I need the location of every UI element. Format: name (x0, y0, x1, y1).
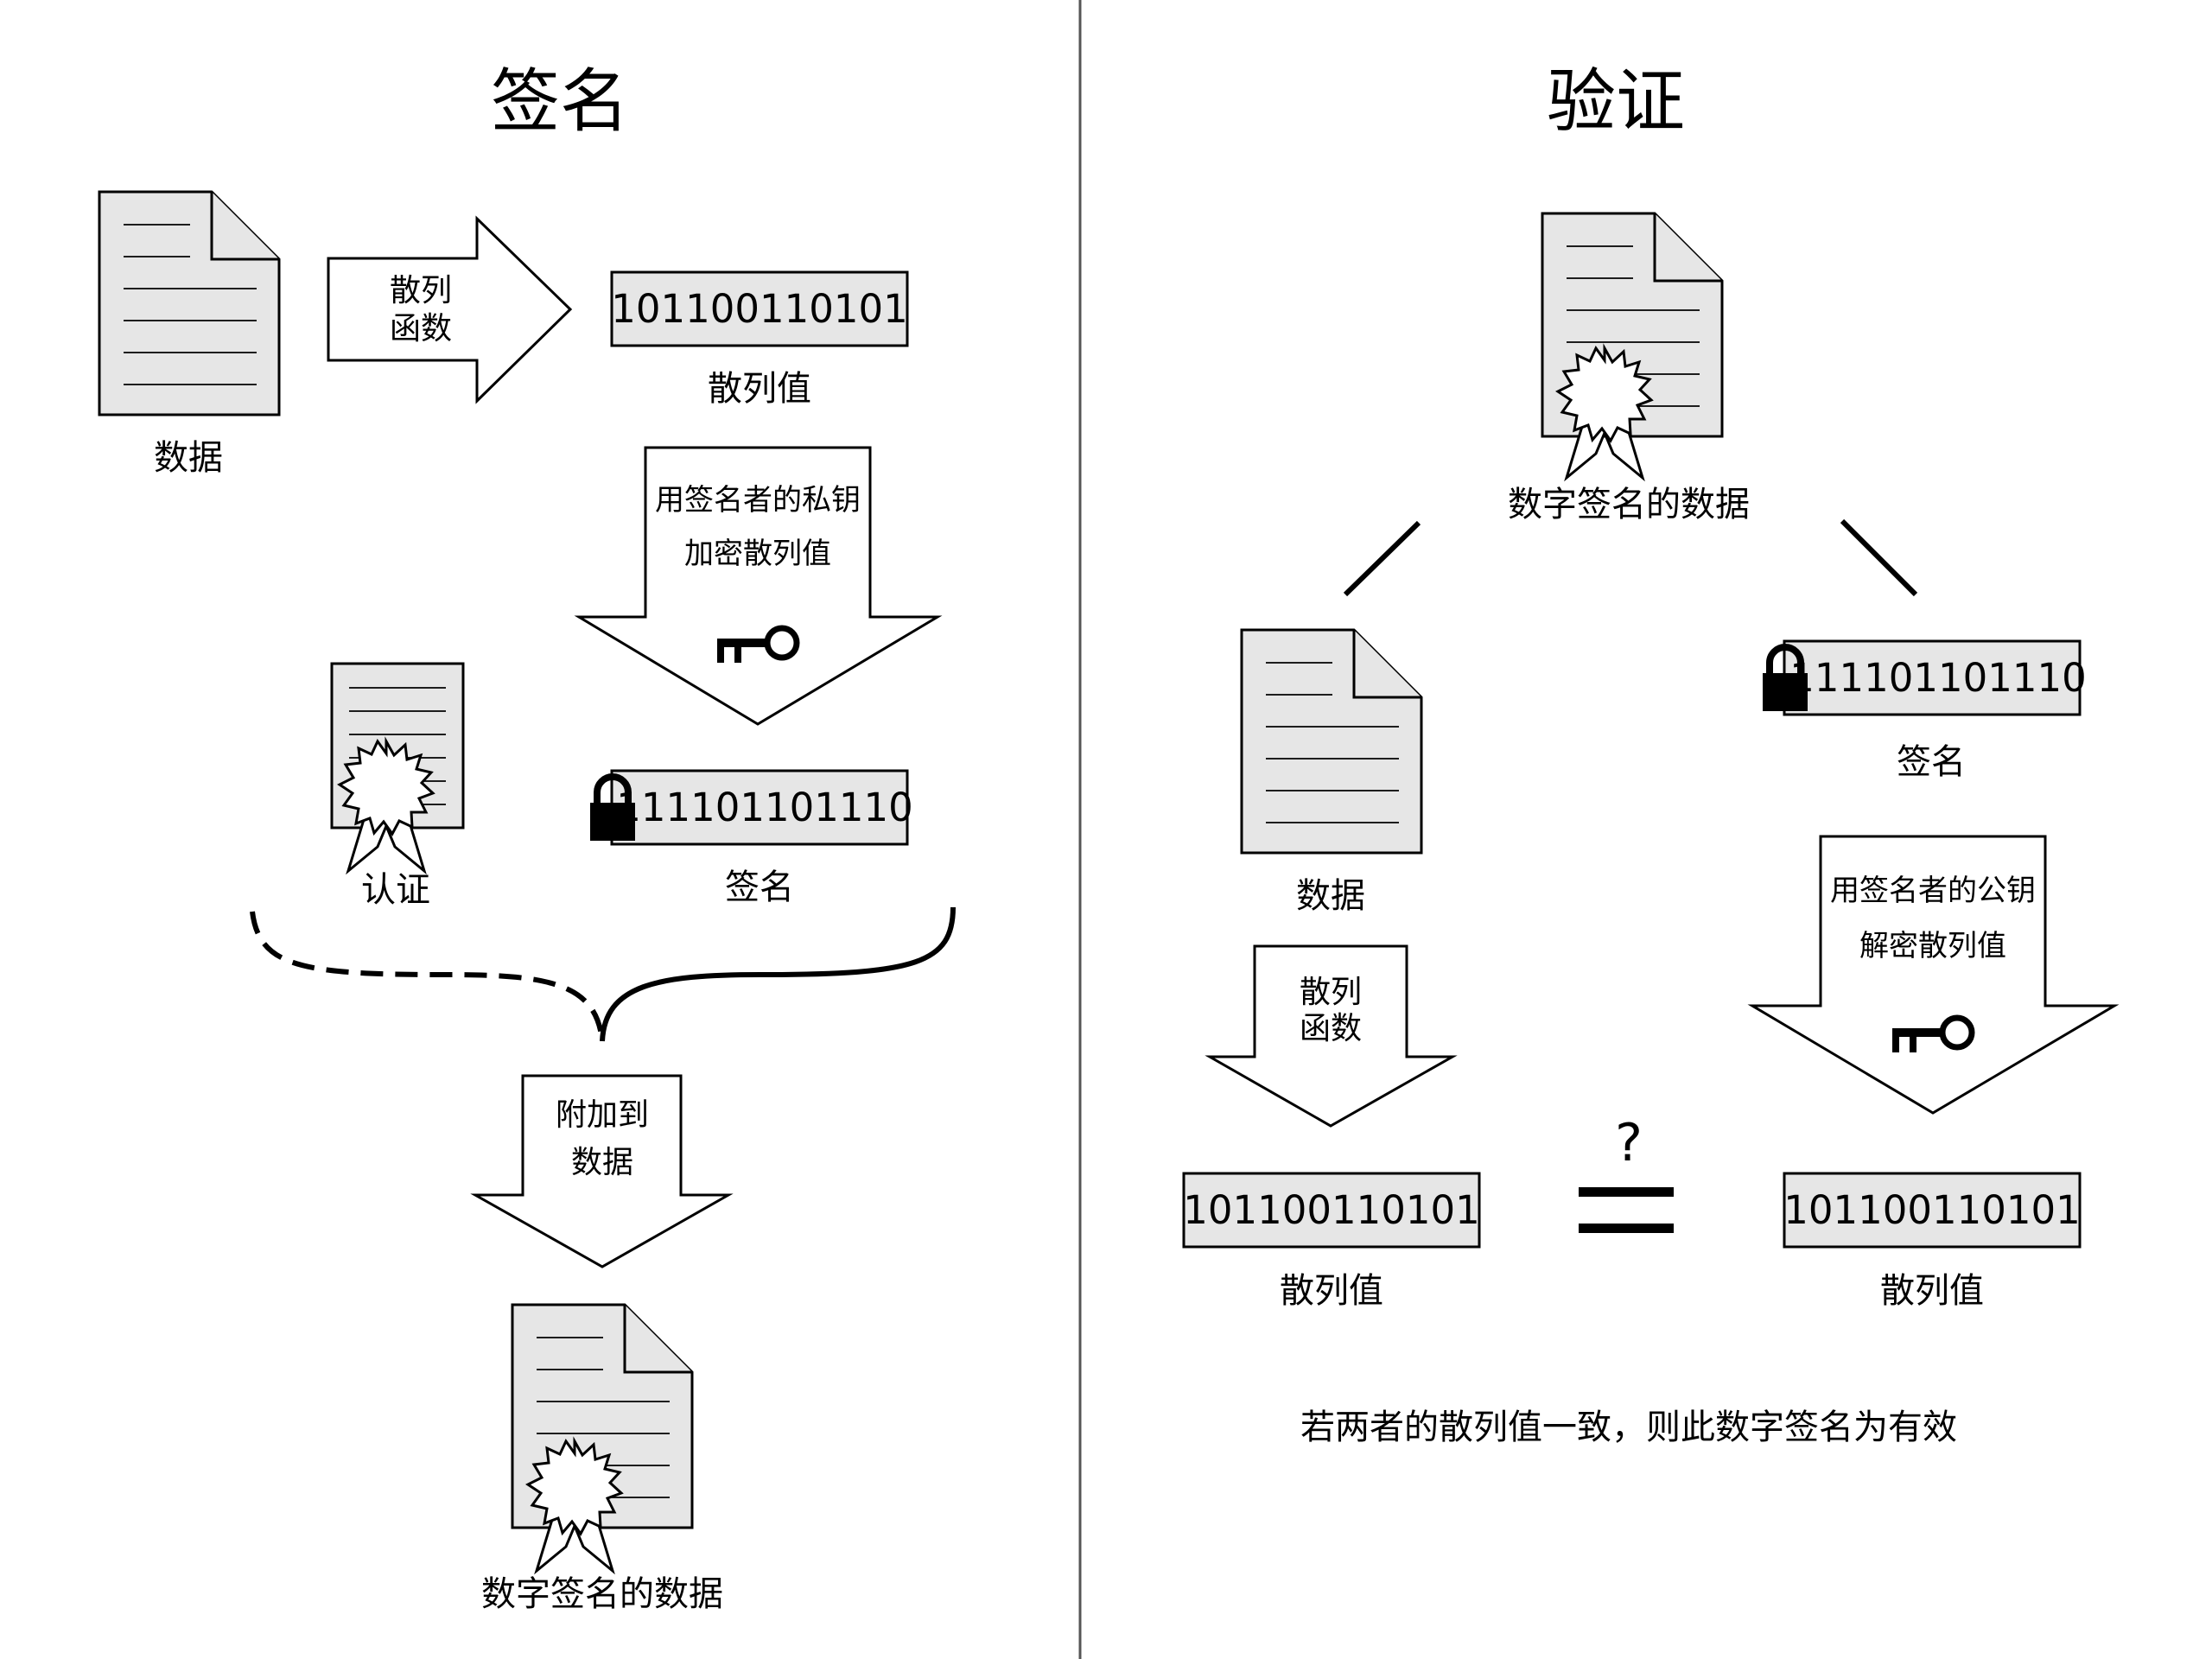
encrypt-arrow-line1: 用签名者的私钥 (655, 483, 861, 518)
right-hash-bits: 101100110101 (1783, 1187, 2081, 1233)
hash-function-arrow (327, 215, 573, 404)
left-hash-label: 散列值 (1280, 1271, 1383, 1311)
signature-brace (600, 906, 956, 1042)
certificate-brace (250, 911, 605, 1042)
verify-title: 验证 (1547, 61, 1685, 142)
verify-hash-arrow (1205, 944, 1458, 1128)
decrypt-arrow-line1: 用签名者的公钥 (1830, 874, 2036, 908)
verify-data-label: 数据 (1296, 876, 1365, 916)
document-icon (1240, 628, 1423, 855)
decrypt-arrow (1747, 835, 2120, 1115)
right-hash-label: 散列值 (1880, 1271, 1984, 1311)
verify-hash-arrow-line1: 散列 (1300, 975, 1362, 1010)
verify-signature-bits: 111101101110 (1789, 655, 2087, 701)
verify-signature-label: 签名 (1897, 742, 1966, 782)
hash-value-label: 散列值 (708, 369, 811, 409)
data-label: 数据 (154, 438, 223, 478)
signature-bits: 111101101110 (616, 785, 913, 830)
attach-arrow-line2: 数据 (571, 1145, 633, 1180)
verify-hash-arrow-line2: 函数 (1300, 1011, 1362, 1046)
hash-value-bits: 101100110101 (611, 286, 908, 332)
hash-arrow-line1: 散列 (390, 273, 452, 308)
equals-bar-bottom (1579, 1224, 1674, 1233)
equals-bar-top (1579, 1187, 1674, 1197)
attach-arrow (470, 1074, 734, 1268)
right-hash-box (1783, 1172, 2082, 1249)
encrypt-arrow-line2: 加密散列值 (684, 537, 831, 571)
encrypt-arrow (574, 446, 943, 726)
left-hash-box (1182, 1172, 1481, 1249)
sign-title: 签名 (491, 61, 629, 142)
verify-signed-data-label: 数字签名的数据 (1508, 485, 1750, 524)
certificate-label: 认证 (361, 870, 430, 910)
compare-question-mark: ? (1615, 1113, 1643, 1173)
document-icon (98, 190, 281, 416)
signature-label: 签名 (725, 868, 794, 907)
conclusion-text: 若两者的散列值一致，则此数字签名为有效 (1300, 1408, 1957, 1447)
signed-data-label: 数字签名的数据 (481, 1574, 723, 1614)
split-line-left (1343, 520, 1421, 597)
hash-value-box (610, 270, 909, 347)
attach-arrow-line1: 附加到 (556, 1097, 649, 1133)
split-line-right (1840, 518, 1918, 597)
hash-arrow-line2: 函数 (390, 311, 452, 346)
decrypt-arrow-line2: 解密散列值 (1859, 929, 2006, 963)
left-hash-bits: 101100110101 (1183, 1187, 1480, 1233)
